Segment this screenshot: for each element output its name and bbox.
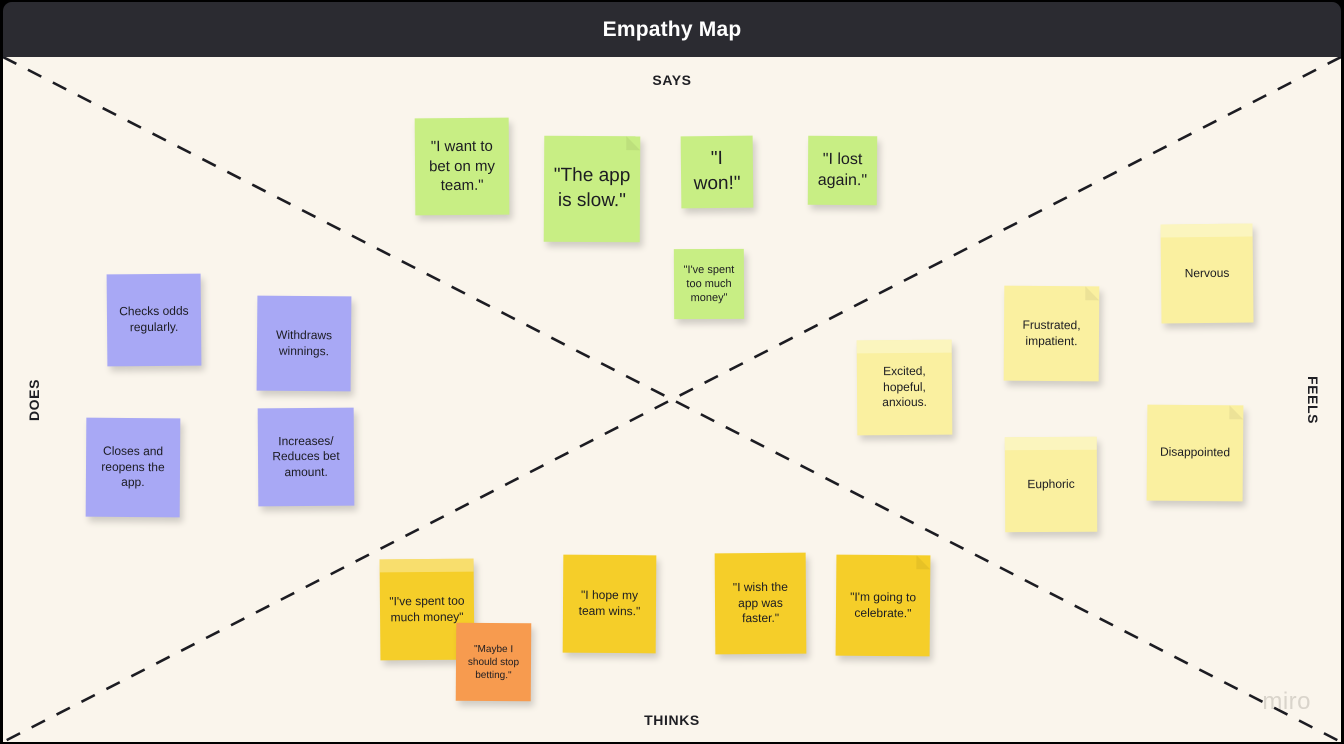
sticky-note[interactable]: Frustrated, impatient.	[1003, 285, 1100, 382]
sticky-note[interactable]: Euphoric	[1004, 436, 1098, 533]
sticky-note[interactable]: "I've spent too much money"	[673, 248, 745, 320]
sticky-note[interactable]: "The app is slow."	[543, 135, 641, 243]
sticky-note-text: Increases/ Reduces bet amount.	[272, 433, 340, 479]
sticky-note-text: Euphoric	[1027, 476, 1075, 491]
sticky-note-text: "I've spent too much money"	[683, 263, 735, 305]
sticky-note[interactable]: Increases/ Reduces bet amount.	[257, 407, 355, 507]
quadrant-label-thinks: THINKS	[644, 712, 700, 728]
sticky-note[interactable]: Disappointed	[1146, 404, 1244, 502]
sticky-note[interactable]: "Maybe I should stop betting."	[455, 622, 532, 702]
miro-watermark: miro	[1262, 688, 1311, 715]
quadrant-label-does: DOES	[26, 378, 43, 421]
sticky-note[interactable]: Nervous	[1160, 223, 1254, 324]
sticky-note-text: "The app is slow."	[553, 165, 631, 212]
sticky-note[interactable]: "I lost again."	[807, 135, 878, 206]
sticky-note[interactable]: Withdraws winnings.	[256, 295, 352, 392]
sticky-note-text: Frustrated, impatient.	[1022, 317, 1081, 348]
sticky-note-text: Withdraws winnings.	[275, 327, 333, 358]
sticky-note[interactable]: "I want to bet on my team."	[414, 117, 510, 216]
sticky-note-text: "I'm going to celebrate."	[850, 589, 917, 620]
sticky-note-text: Closes and reopens the app.	[101, 443, 165, 490]
quadrant-label-feels: FEELS	[1304, 375, 1321, 424]
sticky-note[interactable]: "I hope my team wins."	[562, 554, 657, 654]
sticky-note[interactable]: "I'm going to celebrate."	[835, 554, 931, 657]
quadrant-divider-lines	[3, 57, 1341, 742]
title-bar: Empathy Map	[3, 2, 1341, 57]
sticky-note-text: Excited, hopeful, anxious.	[882, 363, 927, 410]
sticky-note[interactable]: Excited, hopeful, anxious.	[856, 339, 953, 436]
sticky-note-text: "I've spent too much money"	[389, 593, 465, 624]
sticky-note[interactable]: "I wish the app was faster."	[714, 552, 807, 655]
sticky-note-text: "I wish the app was faster."	[732, 579, 788, 626]
page-title: Empathy Map	[602, 17, 742, 41]
sticky-note-text: Checks odds regularly.	[119, 304, 189, 335]
quadrant-label-says: SAYS	[652, 72, 692, 88]
sticky-note-text: "I won!"	[693, 148, 741, 195]
sticky-note-text: Nervous	[1184, 265, 1230, 280]
sticky-note-text: "Maybe I should stop betting."	[467, 643, 520, 681]
sticky-note[interactable]: "I won!"	[680, 135, 754, 209]
sticky-note-text: "I hope my team wins."	[578, 588, 641, 619]
sticky-note-text: Disappointed	[1159, 444, 1231, 460]
map-canvas[interactable]: SAYS THINKS DOES FEELS "I want to bet on…	[3, 57, 1341, 742]
sticky-note-text: "I want to bet on my team."	[429, 138, 495, 195]
sticky-note-text: "I lost again."	[817, 150, 868, 189]
sticky-note[interactable]: Checks odds regularly.	[106, 273, 202, 367]
sticky-note[interactable]: Closes and reopens the app.	[85, 417, 181, 518]
